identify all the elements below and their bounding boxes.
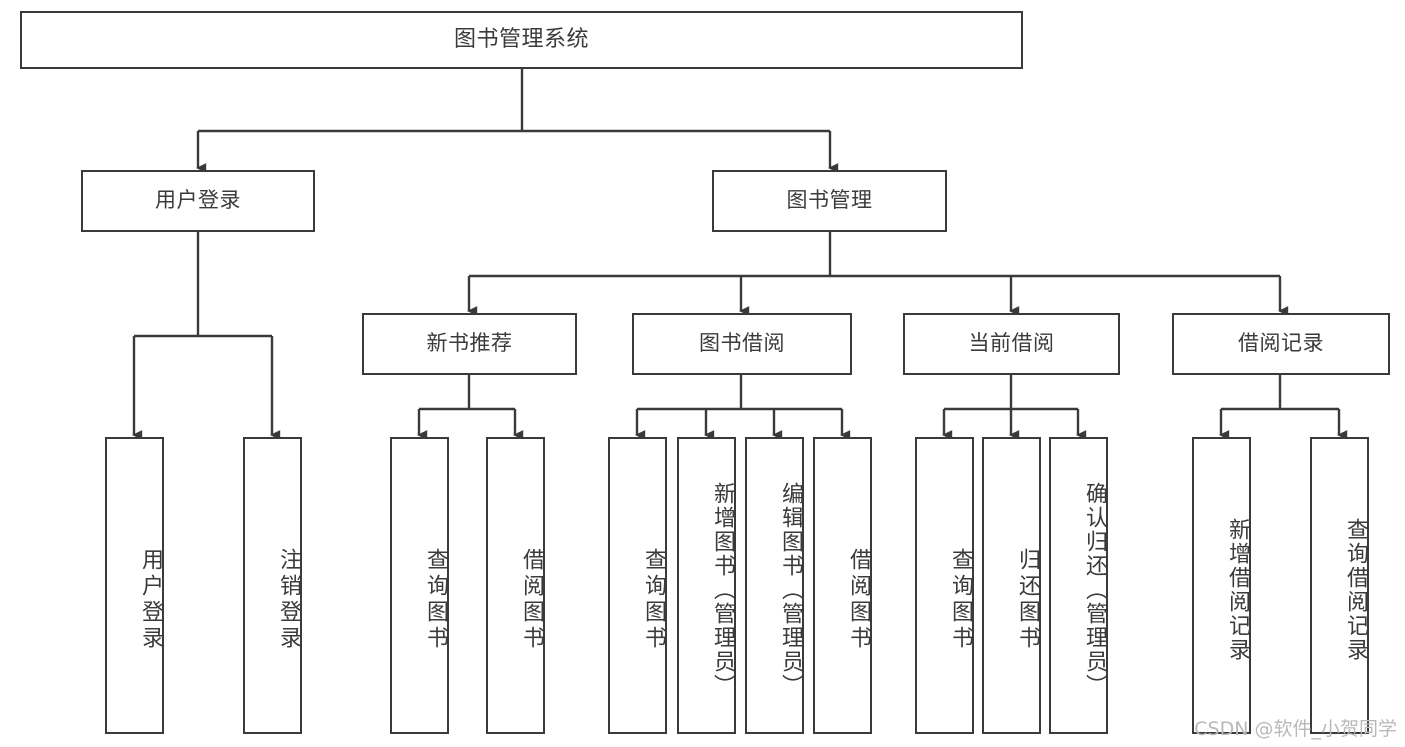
leaf-edit-book-admin[interactable]: 编辑图书（管理员） (745, 437, 804, 734)
leaf-return-book[interactable]: 归还图书 (982, 437, 1041, 734)
node-label: 查询借阅记录 (1343, 517, 1368, 662)
node-label: 新增借阅记录 (1225, 517, 1250, 662)
node-label: 新增图书（管理员） (710, 481, 735, 698)
leaf-borrow-book-recommend[interactable]: 借阅图书 (486, 437, 545, 734)
node-label: 借阅图书 (519, 547, 544, 652)
node-book-management[interactable]: 图书管理 (712, 170, 947, 232)
node-borrow-record[interactable]: 借阅记录 (1172, 313, 1390, 375)
node-root-book-management-system[interactable]: 图书管理系统 (20, 11, 1023, 69)
leaf-user-logout[interactable]: 注销登录 (243, 437, 302, 734)
leaf-confirm-return-admin[interactable]: 确认归还（管理员） (1049, 437, 1108, 734)
node-label: 借阅记录 (1238, 331, 1324, 356)
node-label: 查询图书 (641, 547, 666, 652)
node-label: 归还图书 (1015, 547, 1040, 652)
node-new-book-recommend[interactable]: 新书推荐 (362, 313, 577, 375)
node-label: 查询图书 (948, 547, 973, 652)
leaf-query-book-borrow[interactable]: 查询图书 (608, 437, 667, 734)
watermark-text: CSDN @软件_小贺同学 (1194, 718, 1397, 740)
node-label: 编辑图书（管理员） (778, 481, 803, 698)
node-label: 用户登录 (138, 547, 163, 652)
node-label: 用户登录 (155, 188, 241, 213)
leaf-user-login[interactable]: 用户登录 (105, 437, 164, 734)
node-label: 图书管理系统 (453, 26, 589, 52)
node-label: 注销登录 (276, 547, 301, 652)
node-label: 查询图书 (423, 547, 448, 652)
node-label: 图书借阅 (699, 331, 785, 356)
node-user-login[interactable]: 用户登录 (81, 170, 315, 232)
leaf-add-book-admin[interactable]: 新增图书（管理员） (677, 437, 736, 734)
node-label: 图书管理 (786, 188, 873, 213)
node-current-borrow[interactable]: 当前借阅 (903, 313, 1120, 375)
leaf-query-borrow-record[interactable]: 查询借阅记录 (1310, 437, 1369, 734)
node-label: 当前借阅 (968, 331, 1055, 356)
node-label: 借阅图书 (846, 547, 871, 652)
node-book-borrow[interactable]: 图书借阅 (632, 313, 852, 375)
leaf-query-book-current[interactable]: 查询图书 (915, 437, 974, 734)
leaf-query-book-recommend[interactable]: 查询图书 (390, 437, 449, 734)
leaf-borrow-book[interactable]: 借阅图书 (813, 437, 872, 734)
node-label: 确认归还（管理员） (1082, 481, 1107, 698)
leaf-add-borrow-record[interactable]: 新增借阅记录 (1192, 437, 1251, 734)
node-label: 新书推荐 (426, 331, 513, 356)
